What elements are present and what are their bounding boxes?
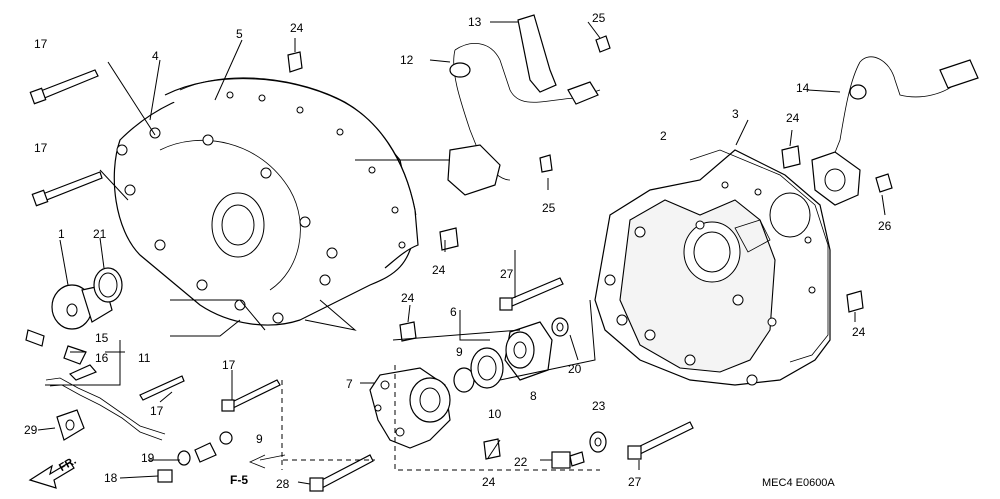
callout-9: 9	[456, 345, 463, 359]
dowel-pins-24	[287, 51, 864, 460]
callout-24-top: 24	[290, 21, 304, 35]
callout-1: 1	[58, 227, 65, 241]
callout-6: 6	[450, 305, 457, 319]
callout-25: 25	[542, 201, 556, 215]
callout-14: 14	[796, 81, 810, 95]
callout-18: 18	[104, 471, 118, 485]
callout-17-mid: 17	[34, 141, 48, 155]
fittings-15-16	[25, 329, 166, 441]
page-reference: F-5	[230, 473, 248, 487]
callout-3: 3	[732, 107, 739, 121]
callout-27: 27	[500, 267, 514, 281]
callout-4: 4	[152, 49, 159, 63]
bolt-22-washer	[551, 431, 607, 469]
callout-24-far-right: 24	[852, 325, 866, 339]
callout-8: 8	[530, 389, 537, 403]
dashed-outlines	[248, 365, 600, 471]
direction-label: FR.	[57, 455, 78, 474]
callout-labels: 17 17 17 17 4 5 24 1 21 15 16 11 29 19 1…	[24, 11, 892, 491]
cap-1-ring-21	[51, 267, 123, 330]
callout-2: 2	[660, 129, 667, 143]
callout-16: 16	[95, 351, 109, 365]
callout-7: 7	[346, 377, 353, 391]
callout-17-top: 17	[34, 37, 48, 51]
leader-lines	[37, 21, 886, 485]
sensor-14	[811, 56, 979, 206]
bolt-18-washer-19	[157, 431, 233, 483]
bolt-27-group	[499, 277, 694, 460]
callout-20: 20	[568, 362, 582, 376]
callout-26: 26	[878, 219, 892, 233]
callout-19: 19	[141, 451, 155, 465]
front-cover-assembly	[113, 77, 419, 326]
callout-17-bottom: 17	[150, 404, 164, 418]
bolt-28	[309, 454, 374, 492]
callout-12: 12	[400, 53, 414, 67]
callout-24-right: 24	[786, 111, 800, 125]
callout-23: 23	[592, 399, 606, 413]
callout-15: 15	[95, 331, 109, 345]
callout-25-top: 25	[592, 11, 606, 25]
pump-assembly-7	[369, 367, 451, 449]
callout-9-lower: 9	[256, 432, 263, 446]
callout-21: 21	[93, 227, 107, 241]
callout-24-center: 24	[432, 263, 446, 277]
rear-cover-assembly	[594, 149, 831, 386]
grommet-29	[56, 409, 85, 441]
callout-29: 29	[24, 423, 38, 437]
front-direction-arrow	[28, 461, 75, 489]
callout-13: 13	[468, 15, 482, 29]
sensor-12-13	[447, 14, 611, 196]
diagram-code: MEC4 E0600A	[762, 477, 835, 489]
callout-22: 22	[514, 455, 528, 469]
callout-5: 5	[236, 27, 243, 41]
callout-24-mid: 24	[401, 291, 415, 305]
seal-bearing-stack	[453, 317, 569, 393]
callout-27-bottom: 27	[628, 475, 642, 489]
callout-11: 11	[138, 351, 151, 365]
callout-17-lower: 17	[222, 358, 236, 372]
callout-10: 10	[488, 407, 502, 421]
bolt-17-group	[29, 69, 281, 412]
callout-24-bottom: 24	[482, 475, 496, 489]
callout-28: 28	[276, 477, 290, 491]
